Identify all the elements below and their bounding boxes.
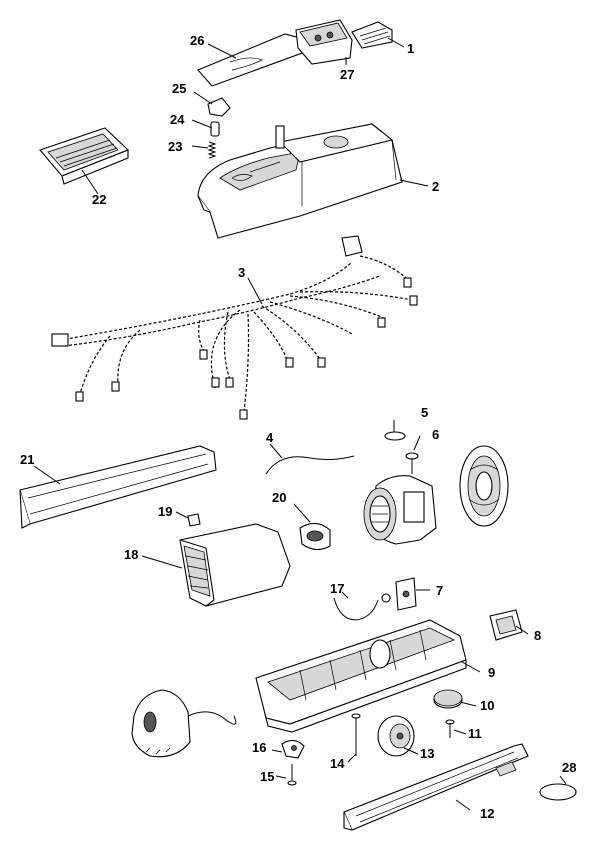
callout-17: 17 — [330, 581, 344, 596]
callout-15: 15 — [260, 769, 274, 784]
callout-24: 24 — [170, 112, 185, 127]
callout-12: 12 — [480, 806, 494, 821]
callout-6: 6 — [432, 427, 439, 442]
leader-lines — [33, 37, 567, 811]
part-7-switch-plate — [395, 577, 417, 611]
callout-11: 11 — [468, 726, 482, 741]
part-3-wiring-harness — [51, 235, 418, 420]
part-2-top-cover — [197, 123, 403, 239]
callout-8: 8 — [534, 628, 541, 643]
part-4-cord — [265, 455, 355, 475]
callout-14: 14 — [330, 756, 345, 771]
motor-assembly — [363, 475, 437, 545]
part-9-base-housing — [255, 619, 467, 733]
part-25-clip — [207, 97, 231, 117]
part-23-spring — [207, 141, 217, 159]
part-24-pin — [210, 121, 220, 137]
callout-10: 10 — [480, 698, 494, 713]
part-27-control-housing — [295, 19, 353, 65]
callout-3: 3 — [238, 265, 245, 280]
callout-25: 25 — [172, 81, 186, 96]
callout-4: 4 — [266, 430, 274, 445]
cord-reel — [459, 445, 509, 527]
part-22-filter-grill — [39, 127, 130, 185]
part-14-screw — [351, 713, 361, 756]
part-13-wheel — [377, 715, 415, 757]
part-1-switch-button — [351, 21, 393, 49]
part-12-bumper — [343, 743, 529, 831]
part-15-screw — [287, 764, 297, 786]
callout-22: 22 — [92, 192, 106, 207]
callout-28: 28 — [562, 760, 576, 775]
part-26-window-cover — [197, 33, 306, 87]
part-10-pad — [433, 689, 463, 709]
callout-9: 9 — [488, 665, 495, 680]
callout-16: 16 — [252, 740, 266, 755]
part-20-cord-cap — [299, 522, 331, 551]
callout-21: 21 — [20, 452, 34, 467]
part-11-screw — [445, 719, 455, 738]
callout-5: 5 — [421, 405, 428, 420]
callout-13: 13 — [420, 746, 434, 761]
part-16-cord-hook — [281, 739, 305, 759]
part-18-bag-housing — [179, 523, 291, 607]
callout-labels: 1 2 3 4 5 6 7 8 9 10 11 12 13 14 15 16 1… — [20, 33, 576, 821]
part-17-hose — [333, 593, 391, 621]
callout-23: 23 — [168, 139, 182, 154]
part-19-clip — [187, 513, 201, 527]
callout-2: 2 — [432, 179, 439, 194]
callout-26: 26 — [190, 33, 204, 48]
part-5-washer — [384, 431, 406, 441]
part-21-bumper-strip — [19, 445, 217, 529]
handle-assembly — [131, 689, 237, 758]
callout-27: 27 — [340, 67, 354, 82]
callout-1: 1 — [407, 41, 414, 56]
part-28-lens — [539, 783, 577, 801]
callout-7: 7 — [436, 583, 443, 598]
part-6-screw — [405, 452, 419, 474]
callout-19: 19 — [158, 504, 172, 519]
callout-18: 18 — [124, 547, 138, 562]
callout-20: 20 — [272, 490, 286, 505]
part-8-latch-plate — [489, 609, 523, 641]
